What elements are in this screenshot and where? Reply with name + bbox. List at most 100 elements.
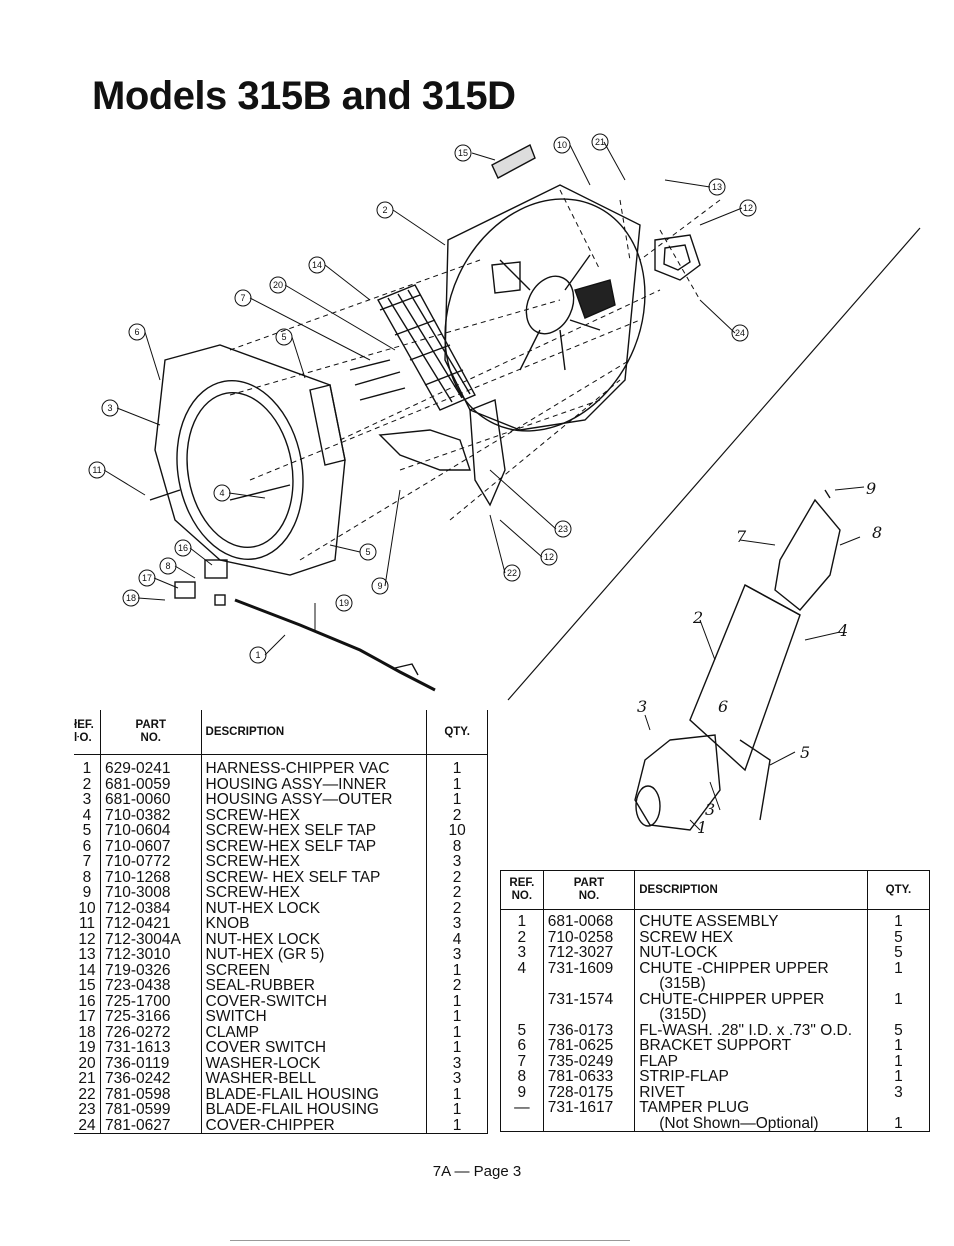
ref-no: 18: [78, 1023, 96, 1041]
qty: 1: [426, 993, 488, 1009]
part-no: 723-0438: [99, 978, 202, 994]
part-no: 710-0258: [542, 929, 635, 945]
part-no: 731-1617: [542, 1100, 635, 1132]
qty: 1: [426, 1086, 488, 1102]
ref-no: 1: [82, 760, 92, 777]
description: SCREW-HEX SELF TAP: [200, 823, 427, 839]
part-no: 731-1613: [99, 1040, 202, 1056]
description: WASHER-LOCK: [200, 1055, 427, 1071]
description: CLAMP: [200, 1024, 427, 1040]
ref-no: 1: [517, 913, 527, 930]
part-no: 710-0772: [99, 854, 202, 870]
ref-no: 8: [82, 868, 92, 886]
description-line: RIVET: [639, 1083, 685, 1101]
callout-24: 24: [735, 328, 745, 338]
callout-15: 15: [458, 148, 468, 158]
ref-no: 6: [517, 1037, 527, 1054]
qty: 3: [426, 916, 488, 932]
description: CHUTE-CHIPPER UPPER(315D): [634, 991, 868, 1023]
qty: 1: [426, 776, 488, 792]
ref-no: 15: [78, 977, 96, 994]
callout-12: 12: [743, 203, 753, 213]
cover-chipper: [654, 234, 701, 281]
description: NUT-HEX LOCK: [200, 900, 427, 916]
chute-callout-3b: 3: [705, 800, 715, 819]
ref-no: 10: [78, 899, 96, 917]
qty: 3: [426, 1071, 488, 1087]
callout-3: 3: [107, 403, 112, 413]
description-line: FL-WASH. .28" I.D. x .73" O.D.: [639, 1021, 853, 1039]
part-no: 710-1268: [99, 869, 202, 885]
description: BLADE-FLAIL HOUSING: [200, 1086, 427, 1102]
qty: 5: [866, 929, 930, 945]
ref-no: 2: [82, 775, 92, 793]
col-description: DESCRIPTION: [200, 710, 427, 755]
callout-9: 9: [377, 581, 382, 591]
ref-no: 17: [78, 1008, 96, 1025]
description: CHUTE -CHIPPER UPPER(315B): [634, 960, 868, 992]
ref-no: 19: [78, 1039, 96, 1056]
description: TAMPER PLUG(Not Shown—Optional): [634, 1100, 868, 1132]
part-no: 712-3010: [99, 947, 202, 963]
callout-17: 17: [142, 573, 152, 583]
ref-no: 8: [517, 1068, 527, 1085]
description: NUT-HEX LOCK: [200, 931, 427, 947]
description: HOUSING ASSY—INNER: [200, 776, 427, 792]
ref-no: 3: [82, 791, 92, 808]
qty: 1: [426, 1117, 488, 1134]
qty: 3: [426, 947, 488, 963]
callout-18: 18: [126, 593, 136, 603]
description: SCREW-HEX: [200, 885, 427, 901]
page-footer: 7A — Page 3: [432, 1163, 522, 1180]
ref-no: 6: [82, 837, 92, 855]
ref-no: 7: [82, 853, 92, 870]
clamp: [214, 594, 226, 606]
qty: 3: [866, 1084, 930, 1100]
ref-no: 7: [517, 1052, 527, 1070]
part-no: 719-0326: [99, 962, 202, 978]
inner-housing: [444, 184, 641, 431]
description: HARNESS-CHIPPER VAC: [200, 754, 427, 777]
ref-no: 20: [78, 1054, 96, 1072]
part-no: 710-0382: [99, 807, 202, 823]
callout-14: 14: [312, 260, 322, 270]
callout-22: 22: [507, 568, 517, 578]
part-no: 726-0272: [99, 1024, 202, 1040]
description-subline: (Not Shown—Optional): [659, 1114, 819, 1132]
description: BRACKET SUPPORT: [634, 1038, 868, 1054]
ref-no: 4: [82, 806, 92, 824]
cover-switch: [174, 581, 196, 599]
qty: 3: [426, 854, 488, 870]
chute-callout-6: 6: [718, 697, 728, 716]
inner-housing-ring: [444, 198, 646, 432]
ref-no: 2: [517, 928, 527, 946]
harness-chipper-vac: [234, 598, 436, 692]
qty: 2: [426, 900, 488, 916]
chute-assembly: [634, 489, 841, 831]
description: STRIP-FLAP: [634, 1069, 868, 1085]
description: BLADE-FLAIL HOUSING: [200, 1102, 427, 1118]
ref-no: 9: [82, 884, 92, 901]
description: RIVET: [634, 1083, 868, 1101]
part-no: 712-0384: [99, 900, 202, 916]
part-no: 712-3027: [542, 945, 635, 961]
part-no: 629-0241: [99, 754, 202, 777]
description: SCREW HEX: [634, 929, 868, 945]
ref-no: 24: [78, 1116, 96, 1134]
